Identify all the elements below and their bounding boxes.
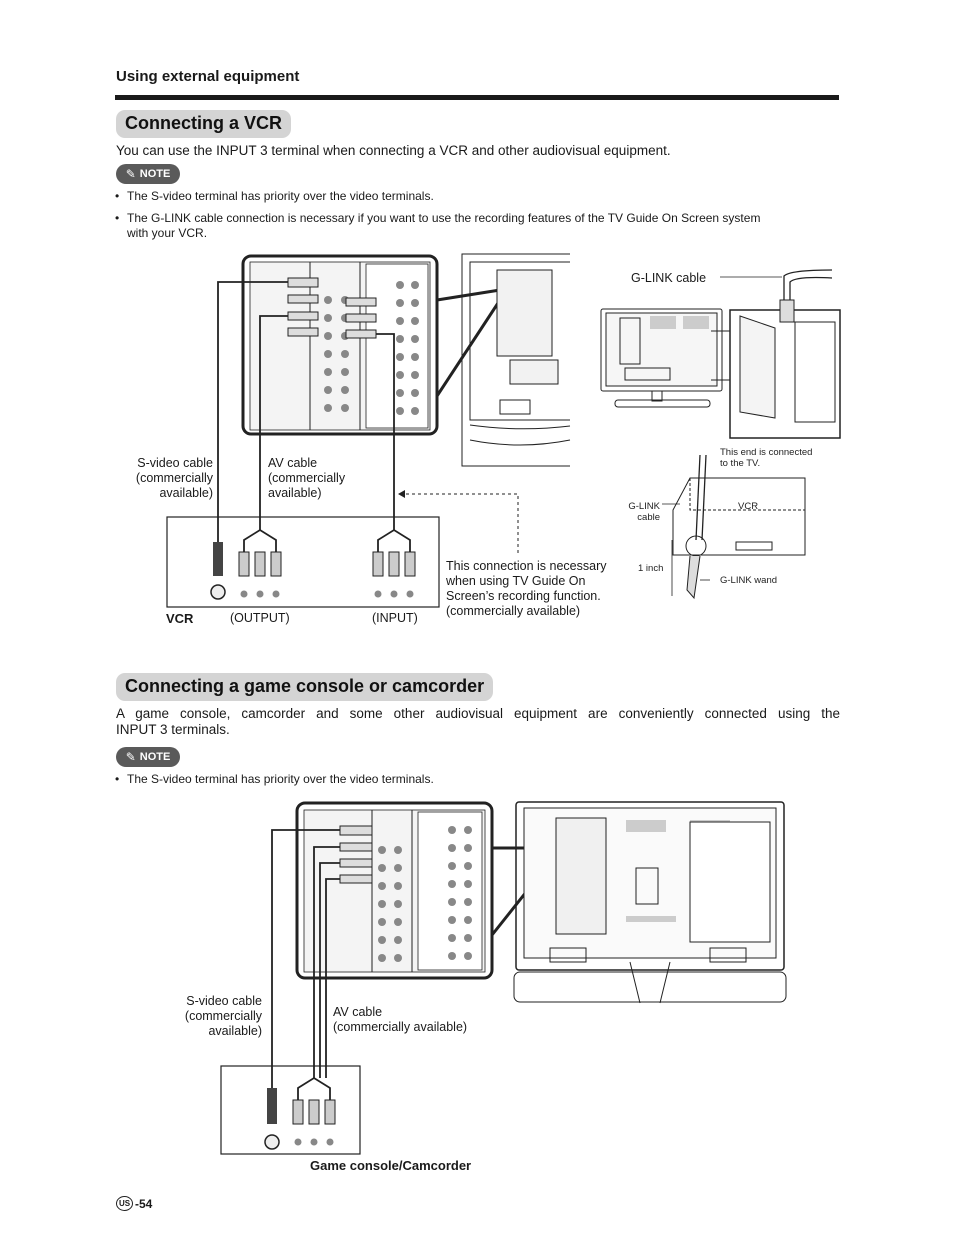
- vcr-intro: You can use the INPUT 3 terminal when co…: [116, 143, 671, 158]
- vcr-note-2: The G-LINK cable connection is necessary…: [115, 211, 847, 226]
- end-connected-label: This end is connected to the TV.: [720, 447, 813, 469]
- pencil-icon: ✎: [125, 750, 136, 764]
- one-inch-label: 1 inch: [638, 563, 664, 574]
- game-device-label: Game console/Camcorder: [310, 1158, 472, 1173]
- note-label: NOTE: [139, 168, 171, 180]
- note-label: NOTE: [139, 751, 171, 763]
- vcr-section-title: Connecting a VCR: [116, 110, 292, 138]
- connection-note: This connection is necessary when using …: [446, 559, 607, 618]
- tv-terminal-panel-zoom: [241, 254, 439, 436]
- vcr-device-label: VCR: [166, 611, 194, 626]
- game-section-title: Connecting a game console or camcorder: [116, 673, 494, 701]
- note-badge-game: ✎ NOTE: [116, 747, 180, 767]
- vcr-note-2-cont: with your VCR.: [127, 226, 208, 240]
- page-number: US -54: [116, 1196, 152, 1211]
- us-region-badge: US: [116, 1196, 133, 1211]
- input-label: (INPUT): [372, 611, 418, 625]
- glink-wand-label: G-LINK wand: [720, 575, 778, 586]
- vcr-small-label: VCR: [738, 501, 759, 512]
- av-cable-label: AV cable (commercially available): [268, 456, 346, 500]
- vcr-note-1: The S-video terminal has priority over t…: [115, 189, 847, 204]
- pencil-icon: ✎: [125, 167, 136, 181]
- game-tv-back-view: [513, 801, 787, 1004]
- game-cables: [271, 829, 340, 1100]
- glink-cable-small-label: G-LINK cable: [628, 501, 660, 523]
- glink-cable-label: G-LINK cable: [631, 271, 707, 285]
- game-s-video-cable-label: S-video cable (commercially available): [184, 994, 262, 1038]
- glink-terminal-panel: [711, 269, 841, 439]
- output-label: (OUTPUT): [230, 611, 290, 625]
- game-device-box: [220, 1065, 361, 1155]
- tv-back-view-partial: [461, 253, 571, 467]
- note-badge-vcr: ✎ NOTE: [116, 164, 180, 184]
- vcr-box: [166, 516, 440, 608]
- game-intro-line2: INPUT 3 terminals.: [116, 722, 230, 737]
- game-av-cable-label: AV cable (commercially available): [333, 1005, 468, 1034]
- game-note-1: The S-video terminal has priority over t…: [115, 772, 847, 787]
- vcr-device-small: [662, 454, 806, 600]
- game-terminal-panel-zoom: [295, 801, 494, 980]
- header-rule: [115, 95, 839, 100]
- page-number-text: -54: [135, 1196, 153, 1211]
- vcr-cables: [217, 281, 411, 552]
- game-intro-line1: A game console, camcorder and some other…: [116, 706, 840, 721]
- s-video-cable-label: S-video cable (commercially available): [135, 456, 213, 500]
- section-header: Using external equipment: [116, 68, 300, 85]
- tv-back-view-full: [600, 308, 723, 408]
